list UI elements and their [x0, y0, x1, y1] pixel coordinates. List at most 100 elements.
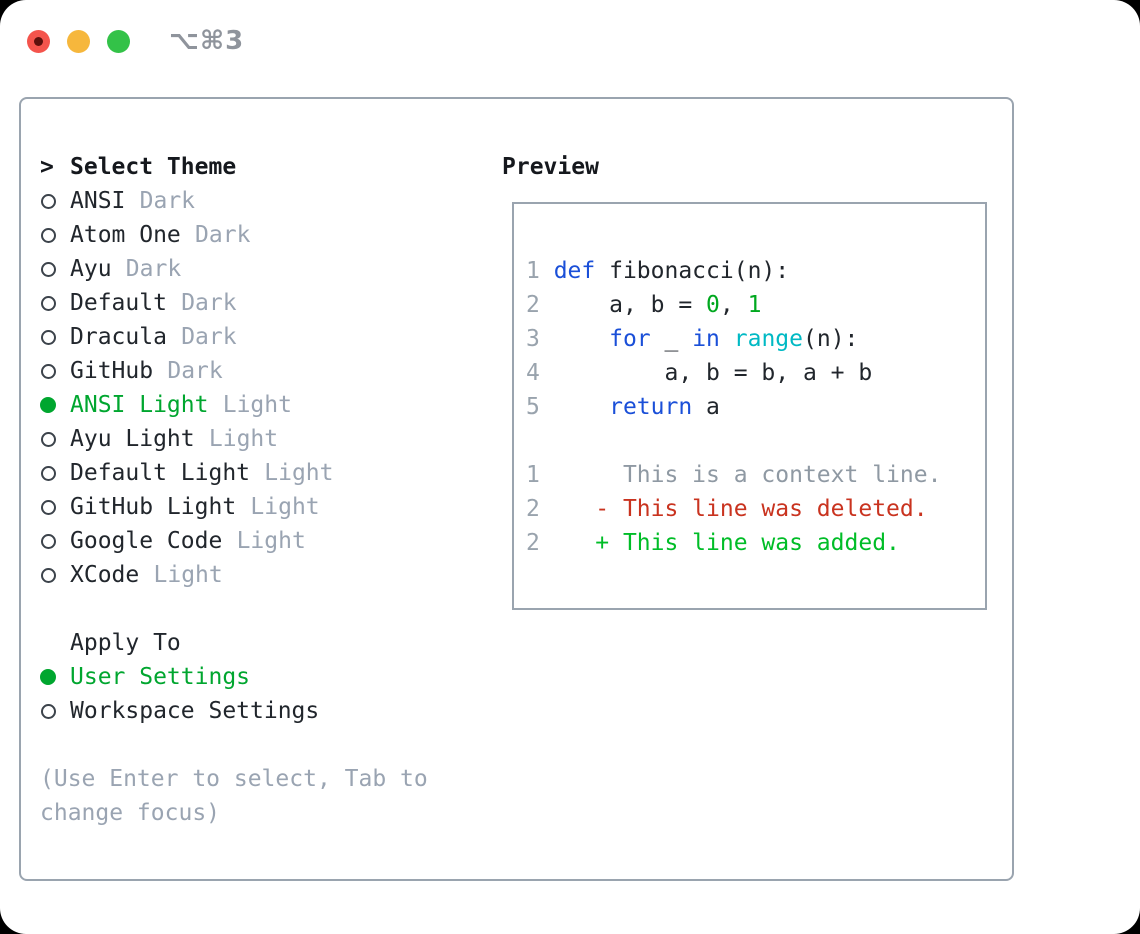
code-token: for — [609, 326, 651, 352]
code-token: - This line was deleted. — [553, 496, 928, 522]
line-number — [526, 428, 540, 454]
code-token: , — [719, 292, 748, 318]
code-line: 1 def fibonacci(n): — [526, 254, 985, 288]
code-token: This is a context line. — [553, 462, 942, 488]
apply-option-user-settings[interactable]: User Settings — [40, 660, 490, 694]
theme-variant-tag: Light — [264, 460, 334, 486]
line-number: 1 — [526, 462, 554, 488]
apply-label: User Settings — [70, 664, 251, 690]
radio-icon — [40, 499, 70, 515]
code-line: 2 + This line was added. — [526, 526, 985, 560]
theme-option-atom-one[interactable]: Atom One Dark — [40, 218, 490, 252]
theme-label: Default Light — [70, 460, 251, 486]
code-token: a, b = b, a + b — [553, 360, 873, 386]
theme-option-github-light[interactable]: GitHub Light Light — [40, 490, 490, 524]
line-number: 5 — [526, 394, 554, 420]
apply-to-header: Apply To — [40, 626, 490, 660]
titlebar: ⌥⌘3 — [27, 26, 244, 56]
theme-variant-tag: Dark — [167, 358, 223, 384]
code-line: 1 This is a context line. — [526, 458, 985, 492]
spacer — [40, 728, 490, 762]
theme-variant-tag: Dark — [139, 188, 196, 214]
theme-option-dracula[interactable]: Dracula Dark — [40, 320, 490, 354]
line-number: 1 — [526, 258, 554, 284]
code-line: 2 a, b = 0, 1 — [526, 288, 985, 322]
theme-option-ayu-light[interactable]: Ayu Light Light — [40, 422, 490, 456]
radio-icon — [40, 465, 70, 481]
code-token — [554, 326, 609, 352]
code-token: range — [733, 326, 803, 352]
theme-variant-tag: Light — [208, 426, 279, 452]
theme-option-ayu[interactable]: Ayu Dark — [40, 252, 490, 286]
theme-variant-tag: Light — [153, 562, 223, 588]
theme-label: Google Code — [70, 528, 223, 554]
code-token: return — [609, 394, 693, 420]
theme-option-github[interactable]: GitHub Dark — [40, 354, 490, 388]
radio-icon — [40, 227, 70, 243]
radio-icon — [40, 703, 70, 719]
theme-label: ANSI — [70, 188, 126, 214]
radio-icon — [40, 193, 70, 209]
code-token — [554, 394, 609, 420]
line-number: 3 — [526, 326, 554, 352]
code-line — [526, 424, 985, 458]
zoom-button[interactable] — [107, 29, 130, 53]
radio-icon — [40, 261, 70, 277]
radio-icon — [40, 295, 70, 311]
apply-label: Workspace Settings — [70, 698, 320, 724]
code-line: 2 - This line was deleted. — [526, 492, 985, 526]
theme-label: XCode — [70, 562, 140, 588]
theme-variant-tag: Light — [236, 528, 306, 554]
line-number: 2 — [526, 292, 554, 318]
radio-selected-icon — [40, 397, 70, 413]
theme-variant-tag: Dark — [195, 222, 251, 248]
code-token: 0 — [706, 292, 720, 318]
code-line: 3 for _ in range(n): — [526, 322, 985, 356]
cursor-chevron-icon: > — [40, 154, 54, 180]
radio-selected-icon — [40, 669, 70, 685]
minimize-button[interactable] — [67, 29, 90, 53]
code-token: a — [692, 394, 720, 420]
line-number: 2 — [526, 496, 554, 522]
theme-variant-tag: Dark — [181, 324, 237, 350]
theme-label: GitHub — [70, 358, 154, 384]
theme-label: Atom One — [70, 222, 181, 248]
help-text: (Use Enter to select, Tab to change focu… — [40, 766, 428, 826]
line-number: 4 — [526, 360, 554, 386]
code-token: fibonacci(n): — [595, 258, 790, 284]
spacer — [40, 592, 490, 626]
radio-icon — [40, 567, 70, 583]
theme-option-google-code[interactable]: Google Code Light — [40, 524, 490, 558]
theme-option-ansi[interactable]: ANSI Dark — [40, 184, 490, 218]
apply-option-workspace-settings[interactable]: Workspace Settings — [40, 694, 490, 728]
window-title: ⌥⌘3 — [169, 26, 245, 56]
theme-variant-tag: Light — [250, 494, 320, 520]
theme-label: GitHub Light — [70, 494, 237, 520]
apply-to-title: Apply To — [70, 630, 181, 656]
theme-variant-tag: Dark — [125, 256, 182, 282]
theme-label: ANSI Light — [70, 392, 209, 418]
theme-label: Ayu Light — [70, 426, 195, 452]
radio-icon — [40, 431, 70, 447]
code-token: 1 — [747, 292, 762, 318]
theme-option-xcode[interactable]: XCode Light — [40, 558, 490, 592]
code-token: _ — [650, 326, 693, 352]
code-token: a, b = — [553, 292, 707, 318]
theme-label: Dracula — [70, 324, 167, 350]
code-token — [720, 326, 734, 352]
code-token: + This line was added. — [553, 530, 900, 556]
theme-label: Ayu — [70, 256, 112, 282]
code-token: (n): — [803, 326, 859, 352]
select-theme-title: Select Theme — [70, 154, 237, 180]
theme-variant-tag: Light — [222, 392, 292, 418]
close-button[interactable] — [27, 29, 50, 53]
theme-option-ansi-light[interactable]: ANSI Light Light — [40, 388, 490, 422]
theme-option-default-light[interactable]: Default Light Light — [40, 456, 490, 490]
